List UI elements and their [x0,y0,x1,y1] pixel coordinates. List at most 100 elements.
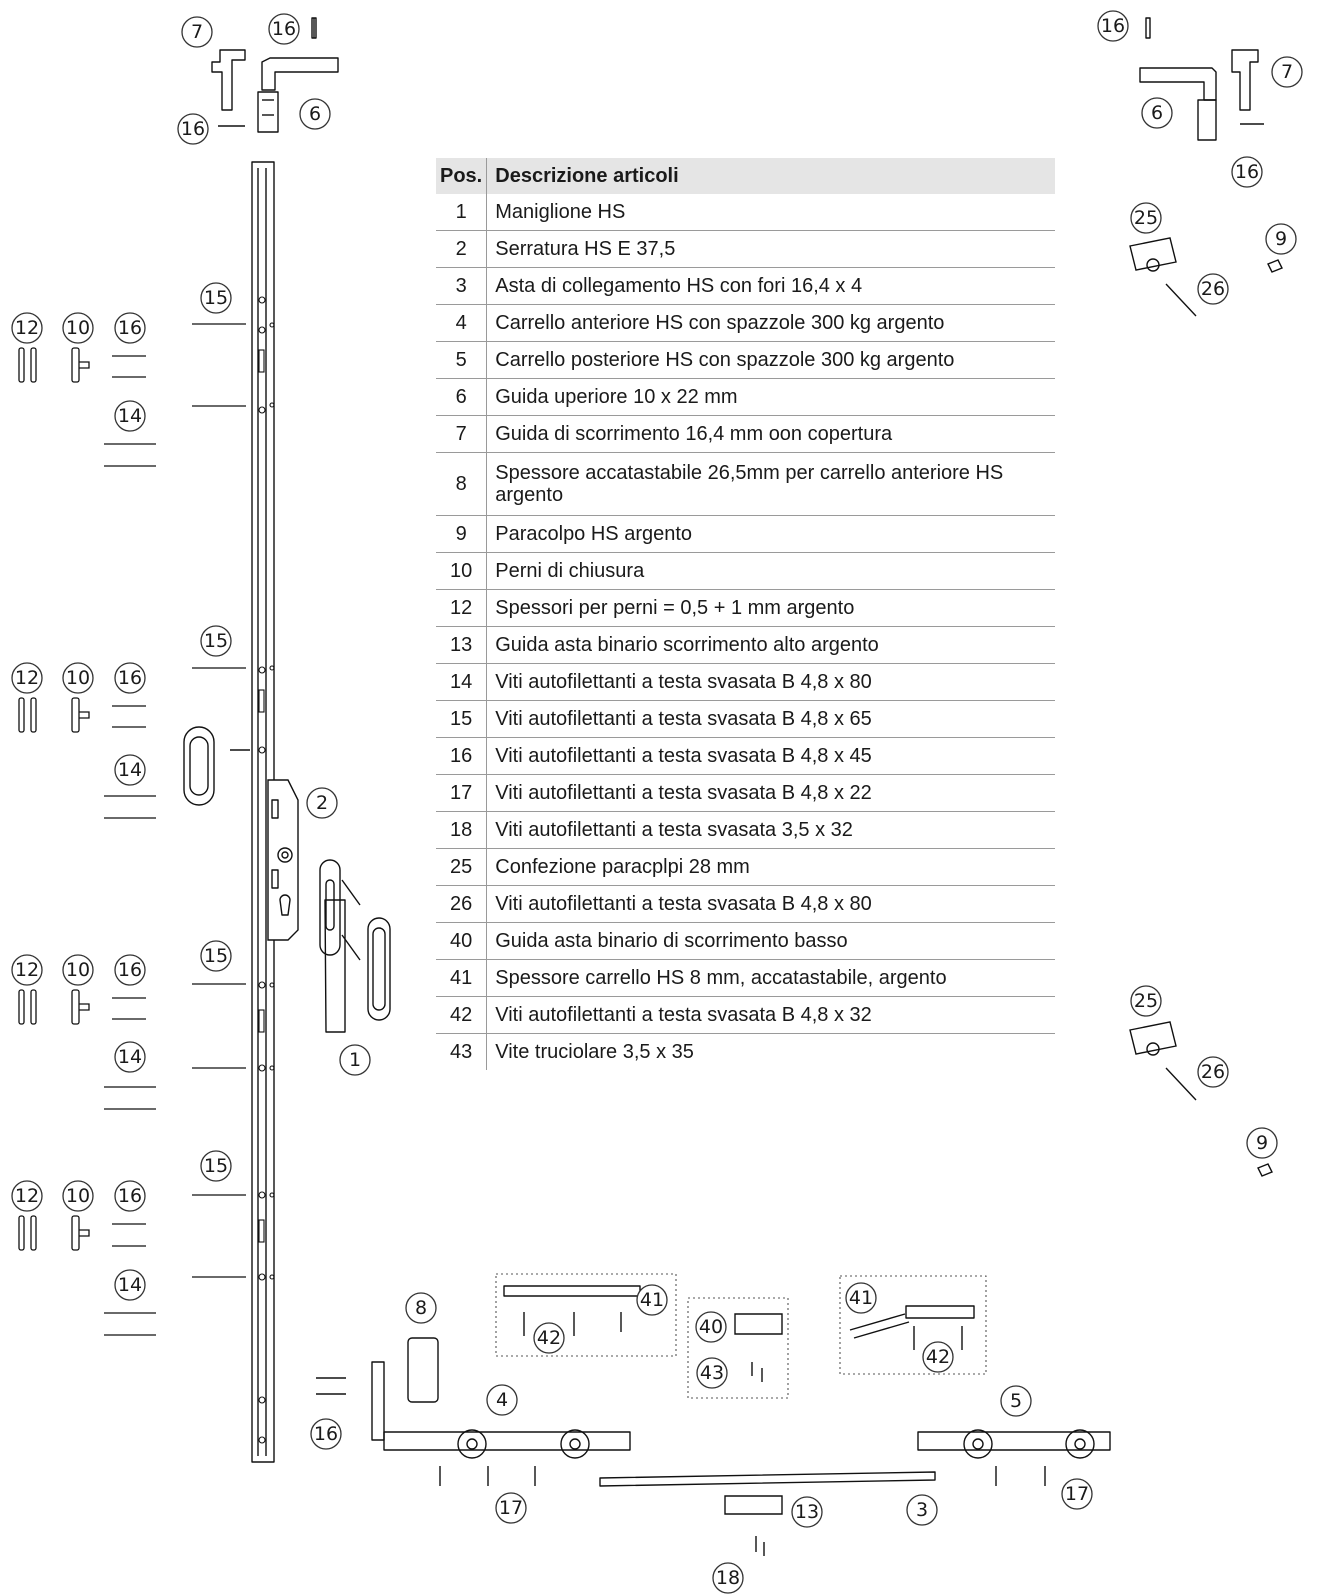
svg-text:15: 15 [204,630,228,652]
row-pos: 14 [436,663,488,701]
svg-text:8: 8 [415,1297,427,1319]
svg-text:16: 16 [272,18,296,40]
callout-2: 2 [306,787,338,819]
callout-16-top: 16 [268,13,300,45]
callout-15-group4: 15 [200,1150,232,1182]
callout-41-left: 41 [636,1284,668,1316]
svg-text:10: 10 [66,667,90,689]
row-description: Maniglione HS [486,194,1055,231]
detail-box-41-42-left [495,1273,677,1357]
row-description: Viti autofilettanti a testa svasata B 4,… [486,663,1055,701]
recessed-handle-plate [183,726,250,806]
svg-text:3: 3 [916,1499,928,1521]
row-pos: 25 [436,848,488,886]
row-pos: 8 [436,452,488,516]
row-pos: 15 [436,700,488,738]
callout-10-group4: 10 [62,1180,94,1212]
bumper-assembly-top [1129,237,1283,317]
callout-17-left: 17 [495,1492,527,1524]
callout-41-right: 41 [845,1282,877,1314]
svg-text:6: 6 [309,103,321,125]
front-carriage [316,1337,631,1486]
row-pos: 5 [436,341,488,379]
callout-16-top-left-2: 16 [177,113,209,145]
callout-42-right: 42 [922,1341,954,1373]
row-pos: 43 [436,1033,488,1070]
row-description: Asta di collegamento HS con fori 16,4 x … [486,267,1055,305]
svg-text:5: 5 [1010,1390,1022,1412]
callout-18: 18 [712,1562,744,1594]
handle-assembly [319,859,391,1033]
callout-10-group2: 10 [62,662,94,694]
svg-text:16: 16 [1235,161,1259,183]
spacer-41-right [849,1305,975,1350]
svg-text:26: 26 [1201,1061,1225,1083]
row-pos: 16 [436,737,488,775]
bumper-assembly-bottom [1129,1021,1273,1177]
svg-text:2: 2 [316,792,328,814]
svg-text:16: 16 [181,118,205,140]
callout-15-group1: 15 [200,282,232,314]
svg-text:9: 9 [1275,228,1287,250]
svg-text:25: 25 [1134,990,1158,1012]
row-description: Confezione paracplpi 28 mm [486,848,1055,886]
row-pos: 18 [436,811,488,849]
callout-14-group3: 14 [114,1041,146,1073]
callout-6-top-left: 6 [299,98,331,130]
svg-text:42: 42 [926,1346,950,1368]
row-pos: 42 [436,996,488,1034]
callout-9-bottom: 9 [1246,1127,1278,1159]
row-pos: 13 [436,626,488,664]
svg-text:4: 4 [496,1389,508,1411]
row-description: Vite truciolare 3,5 x 35 [495,1041,694,1063]
row-pos: 1 [436,194,488,231]
row-description: Viti autofilettanti a testa svasata 3,5 … [486,811,1055,849]
svg-text:12: 12 [15,959,39,981]
row-pos: 7 [436,415,488,453]
row-description: Perni di chiusura [486,552,1055,590]
guide-40 [734,1313,783,1382]
rod-guide-13 [724,1495,783,1556]
spacer-41-left [503,1285,641,1336]
svg-text:42: 42 [537,1327,561,1349]
callout-12-group1: 12 [11,312,43,344]
svg-text:26: 26 [1201,278,1225,300]
row-description: Guida asta binario di scorrimento basso [486,922,1055,960]
callout-16-bottom: 16 [310,1418,342,1450]
svg-text:15: 15 [204,945,228,967]
svg-text:12: 12 [15,1185,39,1207]
callout-25-bottom: 25 [1130,985,1162,1017]
callout-16-group3: 16 [114,954,146,986]
row-description: Viti autofilettanti a testa svasata B 4,… [486,700,1055,738]
svg-text:15: 15 [204,1155,228,1177]
callout-16-top-right-2: 16 [1231,156,1263,188]
row-description: Viti autofilettanti a testa svasata B 4,… [486,996,1055,1034]
callout-16-group1: 16 [114,312,146,344]
callout-14-group4: 14 [114,1269,146,1301]
callout-5: 5 [1000,1385,1032,1417]
svg-text:16: 16 [1101,15,1125,37]
callout-3: 3 [906,1494,938,1526]
svg-text:18: 18 [716,1567,740,1589]
callout-10-group3: 10 [62,954,94,986]
svg-text:41: 41 [849,1287,873,1309]
lock-body [267,779,299,941]
callout-14-group1: 14 [114,400,146,432]
row-pos: 9 [436,515,488,553]
